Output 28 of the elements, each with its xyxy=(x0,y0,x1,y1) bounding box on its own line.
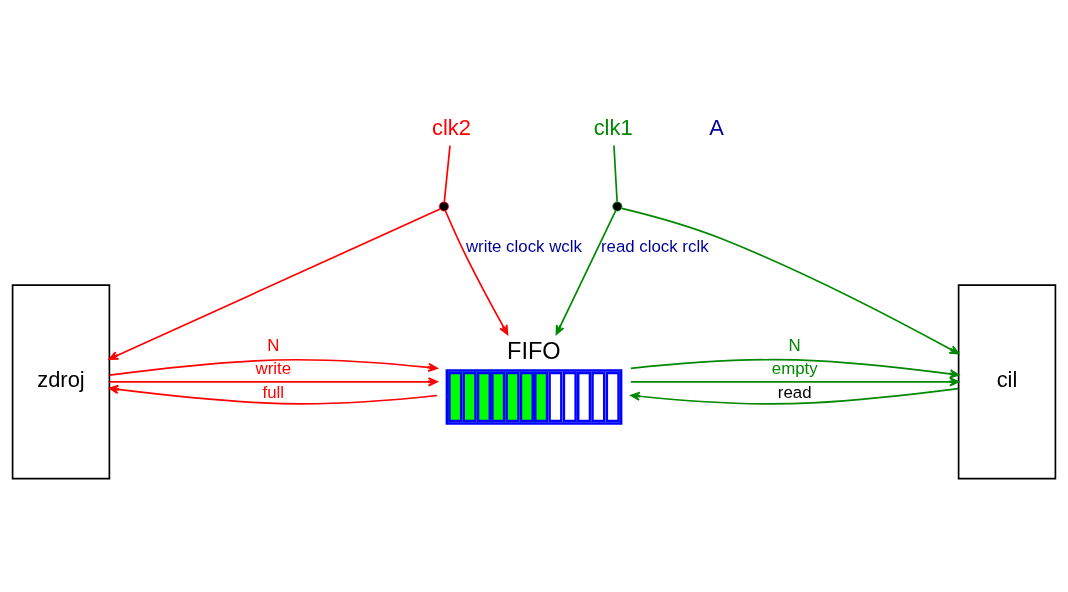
node-text: clk2 xyxy=(432,114,471,140)
node-box: cil xyxy=(957,283,1057,479)
arrow xyxy=(555,209,617,335)
edge-label: read clock rclk xyxy=(601,236,709,256)
arrow xyxy=(108,384,438,405)
node-circle xyxy=(438,201,449,211)
connector xyxy=(443,144,451,202)
arrow xyxy=(108,376,438,386)
arrow xyxy=(444,209,509,335)
node-circle xyxy=(612,201,623,211)
edge-label: empty xyxy=(771,358,818,378)
arrow xyxy=(630,358,960,378)
connector xyxy=(613,144,618,202)
edge-label: write clock wclk xyxy=(465,236,582,256)
arrow xyxy=(108,358,438,376)
node-text: clk1 xyxy=(593,114,633,140)
arrow xyxy=(620,207,960,354)
node-label: FIFO xyxy=(507,337,561,364)
edge-label: full xyxy=(262,382,285,402)
label: A xyxy=(709,114,724,140)
edge-label: N xyxy=(267,335,280,355)
node-box: zdroj xyxy=(11,283,111,479)
edge-label: N xyxy=(788,335,801,355)
edge-label: read xyxy=(777,382,812,402)
arrow xyxy=(630,387,960,405)
arrow xyxy=(108,207,441,360)
arrow xyxy=(630,376,960,386)
edge-label: write xyxy=(255,358,292,378)
